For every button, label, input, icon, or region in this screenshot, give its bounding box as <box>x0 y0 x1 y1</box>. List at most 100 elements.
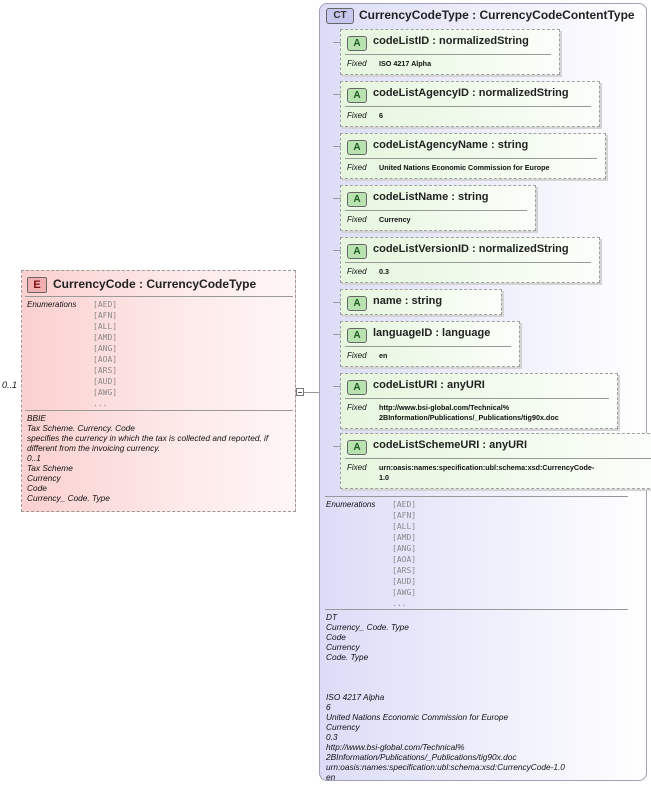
attribute-name: codeListAgencyName : string <box>373 139 529 151</box>
enumeration-value: [ARS] <box>93 366 118 375</box>
attribute-icon: A <box>347 328 367 343</box>
documentation-line: Currency_ Code. Type <box>27 493 110 503</box>
ct-enumeration-list: [AED] [AFN] [ALL] [AMD] [ANG] [AOA] [ARS] [AUD]… <box>392 499 416 609</box>
enumeration-value: [AED] <box>93 300 118 309</box>
attribute-name: name : string <box>373 295 443 307</box>
documentation-line <box>326 662 565 672</box>
documentation-line: DT <box>326 612 338 622</box>
enumerations-label: Enumerations <box>27 300 77 309</box>
documentation-line: Code <box>326 632 346 642</box>
attribute-name: codeListURI : anyURI <box>373 379 485 391</box>
documentation-line: urn:oasis:names:specification:ubl:schema… <box>326 762 565 772</box>
attribute-icon: A <box>347 380 367 395</box>
attribute-name: codeListName : string <box>373 191 489 203</box>
fixed-value: 2BInformation/Publications/_Publications… <box>379 413 559 422</box>
fixed-value: 6 <box>379 111 383 120</box>
enumeration-value: ... <box>392 599 407 608</box>
fixed-value: ISO 4217 Alpha <box>379 59 432 68</box>
documentation-line: 6 <box>326 702 331 712</box>
ct-enumerations-label: Enumerations <box>326 500 376 509</box>
documentation-line: 2BInformation/Publications/_Publications… <box>326 752 517 762</box>
documentation-line: Currency <box>27 473 61 483</box>
documentation-line <box>326 672 565 682</box>
enumeration-value: [AOA] <box>93 355 118 364</box>
enumeration-value: [AFN] <box>392 511 417 520</box>
enumeration-value: [ALL] <box>392 522 417 531</box>
fixed-label: Fixed <box>347 351 367 360</box>
enumeration-value: [AMD] <box>392 533 417 542</box>
enumeration-value: [AUD] <box>392 577 417 586</box>
attribute-name: codeListAgencyID : normalizedString <box>373 87 569 99</box>
fixed-value: urn:oasis:names:specification:ubl:schema… <box>379 463 595 472</box>
documentation-line: en <box>326 772 336 782</box>
fixed-label: Fixed <box>347 215 367 224</box>
attribute-icon: A <box>347 296 367 311</box>
documentation-line: Currency <box>326 722 360 732</box>
attribute-name: codeListVersionID : normalizedString <box>373 243 569 255</box>
fixed-value: http://www.bsi-global.com/Technical% <box>379 403 510 412</box>
documentation-line: Currency <box>326 642 360 652</box>
documentation-line: Tax Scheme. Currency. Code <box>27 423 135 433</box>
documentation-line: http://www.bsi-global.com/Technical% <box>326 742 465 752</box>
fixed-label: Fixed <box>347 163 367 172</box>
element-title: CurrencyCode : CurrencyCodeType <box>53 277 257 291</box>
attribute-name: languageID : language <box>373 327 491 339</box>
collapse-toggle-button[interactable] <box>296 388 304 396</box>
enumeration-list: [AED] [AFN] [ALL] [AMD] [ANG] [AOA] [ARS] [AUD]… <box>93 299 117 409</box>
enumeration-value: [AWG] <box>392 588 417 597</box>
attribute-icon: A <box>347 36 367 51</box>
occurrence-label: 0..1 <box>2 380 18 390</box>
complex-type-title: CurrencyCodeType : CurrencyCodeContentTy… <box>359 8 635 22</box>
documentation-line: Code. Type <box>326 652 369 662</box>
enumeration-value: [ALL] <box>93 322 118 331</box>
complex-type-icon: CT <box>326 8 354 24</box>
documentation-line: Currency_ Code. Type <box>326 622 409 632</box>
documentation-line: Tax Scheme <box>27 463 73 473</box>
enumeration-value: [ANG] <box>93 344 118 353</box>
connector-line <box>304 392 319 393</box>
attribute-name: codeListID : normalizedString <box>373 35 529 47</box>
attribute-icon: A <box>347 88 367 103</box>
enumeration-value: [ANG] <box>392 544 417 553</box>
fixed-value: 1.0 <box>379 473 389 482</box>
fixed-value: 0.3 <box>379 267 389 276</box>
enumeration-value: [AFN] <box>93 311 118 320</box>
fixed-value: en <box>379 351 388 360</box>
element-currency-code[interactable]: E CurrencyCode : CurrencyCodeType Enumer… <box>21 270 296 512</box>
documentation-line: United Nations Economic Commission for E… <box>326 712 509 722</box>
attribute-icon: A <box>347 440 367 455</box>
fixed-label: Fixed <box>347 403 367 412</box>
enumeration-value: [AED] <box>392 500 417 509</box>
documentation-line <box>326 682 565 692</box>
documentation-line: Code <box>27 483 47 493</box>
documentation-line: BBIE <box>27 413 46 423</box>
enumeration-value: [AOA] <box>392 555 417 564</box>
documentation-line: 0..1 <box>27 453 41 463</box>
enumeration-value: [AWG] <box>93 388 118 397</box>
fixed-label: Fixed <box>347 111 367 120</box>
attribute-icon: A <box>347 244 367 259</box>
documentation-line: 0.3 <box>326 732 338 742</box>
enumeration-value: ... <box>93 399 108 408</box>
documentation-line: ISO 4217 Alpha <box>326 692 385 702</box>
complex-type-currency-code-type[interactable]: CT CurrencyCodeType : CurrencyCodeConten… <box>319 3 651 782</box>
enumeration-value: [ARS] <box>392 566 417 575</box>
documentation-line: specifies the currency in which the tax … <box>27 433 269 443</box>
fixed-value: Currency <box>379 215 411 224</box>
attribute-icon: A <box>347 140 367 155</box>
enumeration-value: [AUD] <box>93 377 118 386</box>
documentation-line: different from the invoicing currency. <box>27 443 161 453</box>
fixed-label: Fixed <box>347 267 367 276</box>
enumeration-value: [AMD] <box>93 333 118 342</box>
